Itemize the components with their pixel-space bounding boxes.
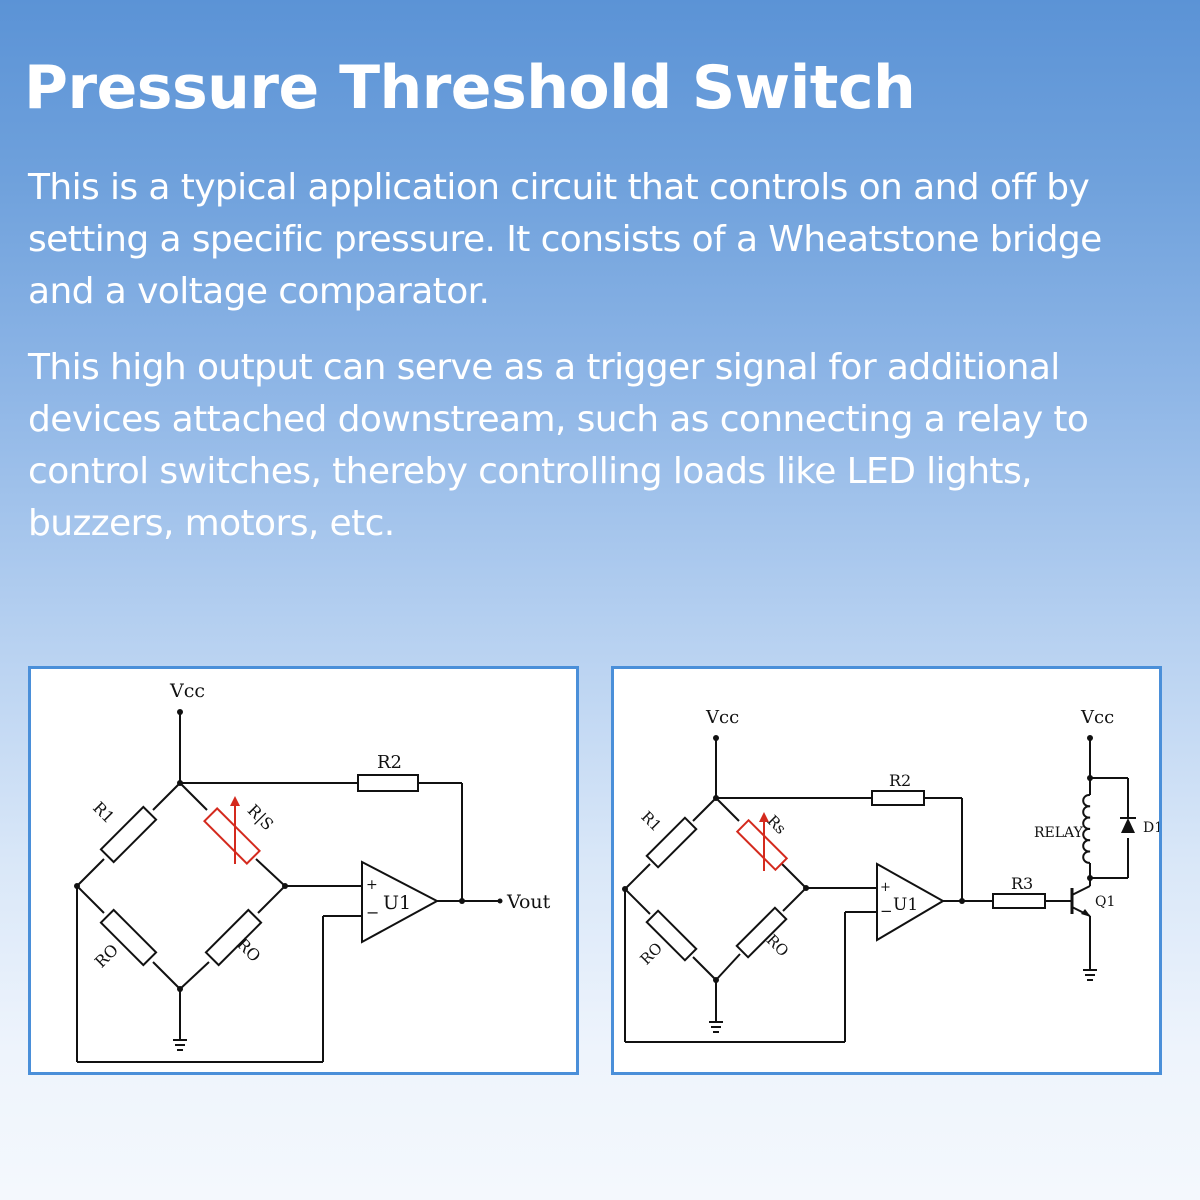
opamp-label: U1 <box>893 895 918 915</box>
page-title: Pressure Threshold Switch <box>24 53 916 123</box>
r1-label: R1 <box>638 808 665 835</box>
r2-label: R2 <box>889 771 911 790</box>
relay-label: RELAY <box>1034 825 1084 841</box>
description-paragraph-2: This high output can serve as a trigger … <box>28 347 1089 544</box>
opamp-symbol <box>361 860 440 944</box>
relay-driver-diagram: Vcc Vcc R2 R1 Rs RO RO + − U1 R3 RELAY D… <box>611 666 1162 1075</box>
bridge-comparator-diagram: Vcc R2 R1 R|S RO RO + − U1 Vout <box>28 666 579 1075</box>
r3-label: R3 <box>1011 874 1033 893</box>
r2-resistor <box>357 774 419 792</box>
description-paragraph-1: This is a typical application circuit th… <box>28 167 1102 312</box>
minus-input-label: − <box>366 903 379 922</box>
r0-left-resistor <box>99 908 158 967</box>
r1-resistor <box>645 816 698 869</box>
d1-label: D1 <box>1143 820 1159 836</box>
pressure-sensor-resistor <box>735 812 789 872</box>
transistor-emitter-arrow <box>1081 909 1091 917</box>
relay-coil <box>1082 793 1091 864</box>
r2-label: R2 <box>377 752 402 773</box>
ground-icon <box>709 1021 723 1033</box>
plus-input-label: + <box>366 877 378 893</box>
d1-diode <box>1120 817 1136 833</box>
plus-input-label: + <box>880 880 891 895</box>
vcc-label: Vcc <box>169 680 205 702</box>
r0-right-resistor <box>735 906 788 959</box>
vcc-bridge-label: Vcc <box>705 707 739 728</box>
circuit-wires <box>624 738 1129 1043</box>
junction-dots <box>622 735 1093 983</box>
r1-resistor <box>99 805 158 864</box>
bridge-comparator-schematic: Vcc R2 R1 R|S RO RO + − U1 Vout <box>74 680 551 1063</box>
opamp-label: U1 <box>383 892 411 914</box>
relay-driver-schematic: Vcc Vcc R2 R1 Rs RO RO + − U1 R3 RELAY D… <box>622 707 1159 1043</box>
transistor-ground-icon <box>1083 969 1097 981</box>
r2-resistor <box>871 790 925 806</box>
r0-right-resistor <box>204 908 263 967</box>
vout-label: Vout <box>506 891 551 913</box>
junction-dots <box>74 709 503 992</box>
rs-label: Rs <box>764 812 790 838</box>
r0-left-resistor <box>645 909 698 962</box>
ground-icon <box>173 1039 187 1051</box>
rs-label: R|S <box>244 801 278 835</box>
opamp-symbol <box>876 862 946 942</box>
r1-label: R1 <box>89 798 118 827</box>
r0-left-label: RO <box>637 939 666 968</box>
circuit-wires <box>76 712 500 1063</box>
r0-left-label: RO <box>91 940 122 971</box>
pressure-sensor-resistor <box>203 796 261 865</box>
q1-label: Q1 <box>1095 894 1115 910</box>
vcc-relay-label: Vcc <box>1080 707 1114 728</box>
minus-input-label: − <box>880 902 893 920</box>
r3-resistor <box>992 893 1046 909</box>
